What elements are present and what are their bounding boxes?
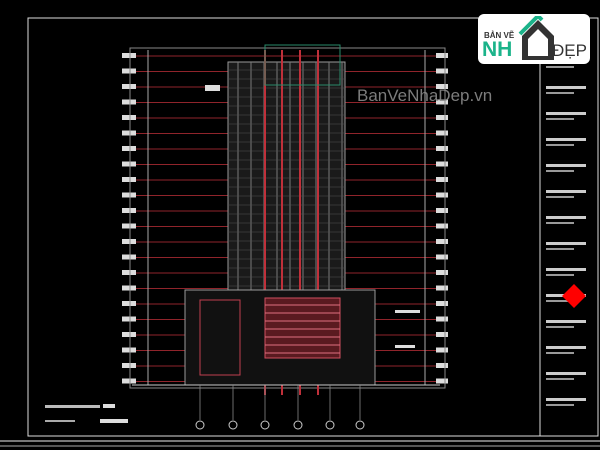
level-tag-right (436, 161, 448, 167)
title-block-text (546, 398, 586, 401)
level-tag-right (436, 130, 448, 136)
podium-left-block (199, 299, 241, 376)
level-tag-left (122, 270, 136, 275)
title-block-text (546, 66, 574, 68)
level-tag-right (436, 347, 448, 353)
title-block-text (546, 118, 574, 120)
title-block-text (546, 242, 586, 245)
logo-text-dep: ĐẸP (552, 41, 587, 60)
level-tag-left (122, 285, 136, 291)
title-block-text (546, 320, 586, 323)
level-tag-left (122, 68, 136, 74)
level-tag-right (436, 223, 448, 229)
title-block-text (546, 216, 586, 219)
level-tag-left (122, 84, 136, 89)
title-block-text (546, 372, 586, 375)
level-tag-left (122, 378, 136, 384)
title-block-text (546, 404, 574, 406)
level-tag-left (122, 192, 136, 198)
level-tag-left (122, 254, 136, 260)
title-block-text (546, 92, 574, 94)
title-block-mark-icon (562, 284, 586, 308)
level-tag-right (436, 332, 448, 337)
title-block-text (546, 248, 574, 250)
tower-body (227, 61, 346, 291)
level-tag-right (436, 192, 448, 198)
axis-bubble (260, 420, 270, 430)
title-block-text (546, 196, 574, 198)
level-tag-right (436, 146, 448, 151)
drawing-subtitle-text (100, 419, 128, 423)
title-block-text (546, 138, 586, 141)
axis-bubble (228, 420, 238, 430)
drawing-title-text (45, 405, 100, 408)
level-tag-left (122, 53, 136, 58)
level-tag-right (436, 99, 448, 105)
title-block-text (546, 352, 574, 354)
level-tag-left (122, 301, 136, 306)
axis-bubble (325, 420, 335, 430)
level-tag-left (122, 146, 136, 151)
watermark-text: BanVeNhaDep.vn (357, 86, 493, 105)
level-tag-left (122, 223, 136, 229)
drawing-scale-text (103, 404, 115, 408)
level-tag-left (122, 332, 136, 337)
title-block-text (546, 268, 586, 271)
level-tag-left (122, 208, 136, 213)
level-tag-right (436, 254, 448, 260)
axis-bubble (355, 420, 365, 430)
house-logo-icon (518, 16, 554, 60)
title-block-text (546, 274, 574, 276)
title-block-text (546, 86, 586, 89)
title-block-text (546, 222, 574, 224)
level-tag-left (122, 99, 136, 105)
level-tag-right (436, 68, 448, 74)
level-tag-right (436, 53, 448, 58)
level-tag-right (436, 378, 448, 384)
level-tag-left (122, 363, 136, 368)
tower-crown (264, 44, 341, 86)
level-tag-right (436, 208, 448, 213)
title-block-text (546, 190, 586, 193)
axis-bubble (195, 420, 205, 430)
drawing-frame (27, 17, 599, 437)
title-block-text (546, 164, 586, 167)
level-tag-right (436, 177, 448, 182)
title-block-text (546, 112, 586, 115)
level-tag-right (436, 285, 448, 291)
level-tag-left (122, 130, 136, 136)
level-tag-left (122, 316, 136, 322)
title-block-text (546, 144, 574, 146)
title-block-text (546, 170, 574, 172)
axis-bubble (293, 420, 303, 430)
level-tag-right (436, 316, 448, 322)
level-tag-right (436, 239, 448, 244)
level-tag-left (122, 161, 136, 167)
title-block-text (546, 346, 586, 349)
outer-grid-boundary (129, 47, 446, 389)
annotation-text (395, 345, 415, 348)
level-tag-left (122, 347, 136, 353)
title-block-text (546, 300, 574, 302)
podium-facade (264, 297, 341, 359)
level-tag-right (436, 363, 448, 368)
logo-text-main: NH (482, 38, 513, 61)
level-tag-right (436, 115, 448, 120)
drawing-subtitle-text (45, 420, 75, 422)
annotation-text (395, 310, 420, 313)
title-block-text (546, 326, 574, 328)
level-tag-right (436, 301, 448, 306)
level-tag-left (122, 239, 136, 244)
title-block-text (546, 378, 574, 380)
level-tag-left (122, 177, 136, 182)
level-tag-left (122, 115, 136, 120)
site-logo: BẢN VẼ NH ĐẸP (478, 14, 590, 64)
level-tag-right (436, 270, 448, 275)
logo-text-small: BẢN VẼ (484, 31, 515, 40)
annotation-text (205, 85, 220, 91)
level-tag-right (436, 84, 448, 89)
